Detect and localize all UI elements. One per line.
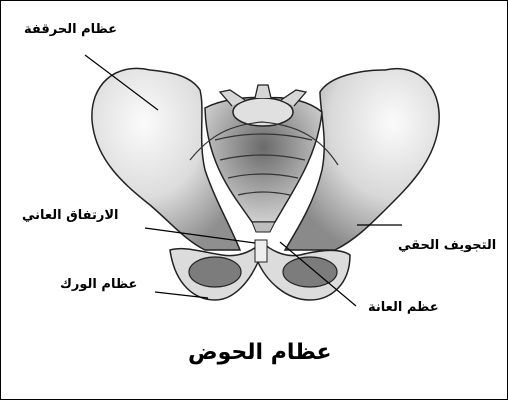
- symphysis-shape: [255, 240, 267, 262]
- diagram-title: عظام الحوض: [188, 340, 332, 365]
- label-pubis: عظم العانة: [368, 300, 439, 315]
- label-ilium: عظام الحرقفة: [24, 22, 117, 37]
- label-ischium: عظام الورك: [60, 277, 137, 292]
- left-obturator-foramen: [189, 257, 241, 287]
- label-acetabulum: التجويف الحقي: [398, 238, 496, 253]
- label-pubic-symphysis: الارتفاق العاني: [22, 208, 118, 223]
